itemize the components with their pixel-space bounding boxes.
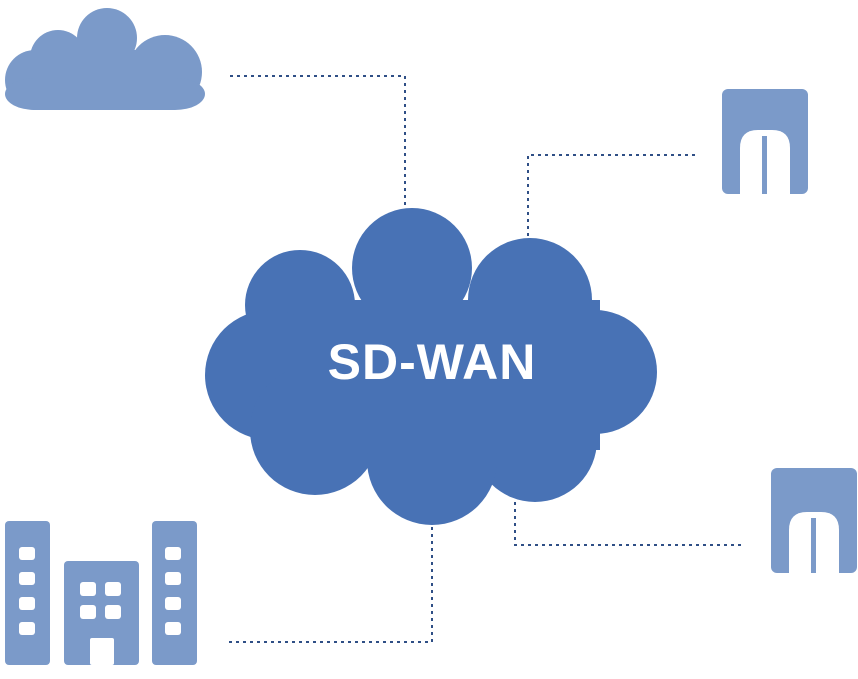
connectors — [225, 75, 745, 643]
sdwan-hub-cloud — [205, 208, 657, 525]
connector-headquarters — [225, 520, 433, 643]
branch-office-icon — [722, 89, 808, 194]
connector-cloud — [230, 75, 406, 215]
connector-branch-bottom — [514, 488, 745, 546]
office-buildings-icon — [5, 521, 197, 665]
connector-branch-top — [527, 154, 695, 243]
branch-office-icon — [771, 468, 857, 573]
cloud-icon — [5, 8, 205, 110]
sdwan-label: SD-WAN — [327, 334, 537, 390]
